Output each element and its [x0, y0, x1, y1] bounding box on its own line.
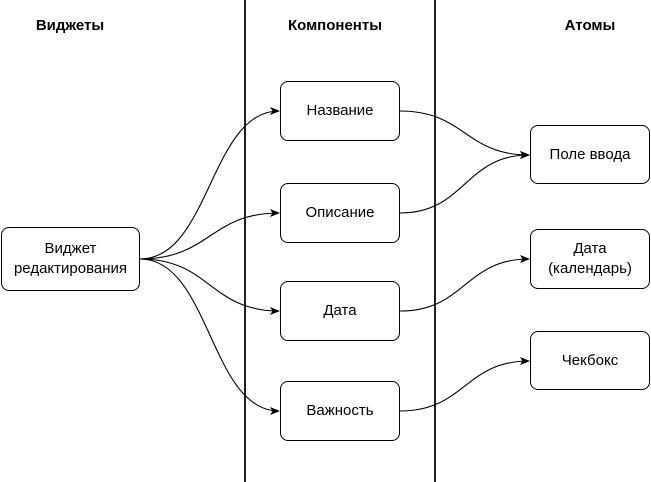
node-date-component[interactable]: Дата: [280, 281, 400, 341]
edge-widget-to-date: [139, 258, 280, 315]
node-date-calendar-atom[interactable]: Дата (календарь): [530, 229, 650, 289]
edge-widget-to-description: [139, 209, 280, 260]
edge-widget-to-name: [139, 107, 280, 260]
node-edit-widget[interactable]: Виджет редактирования: [1, 227, 140, 291]
column-divider-left: [244, 0, 246, 482]
edge-importance-to-checkbox: [399, 357, 530, 412]
column-title-components: Компоненты: [287, 17, 383, 34]
edge-date-to-date-calendar: [399, 255, 530, 312]
node-checkbox-atom[interactable]: Чекбокс: [530, 331, 650, 390]
column-title-atoms: Атомы: [564, 17, 616, 34]
node-description-component[interactable]: Описание: [280, 183, 400, 243]
node-input-field-atom[interactable]: Поле ввода: [530, 125, 650, 184]
column-divider-right: [434, 0, 436, 482]
edge-widget-to-importance: [139, 258, 280, 415]
node-importance-component[interactable]: Важность: [280, 381, 400, 441]
node-name-component[interactable]: Название: [280, 81, 400, 141]
column-title-widgets: Виджеты: [35, 17, 105, 34]
edge-description-to-input-field: [399, 151, 530, 214]
edge-name-to-input-field: [399, 110, 530, 159]
